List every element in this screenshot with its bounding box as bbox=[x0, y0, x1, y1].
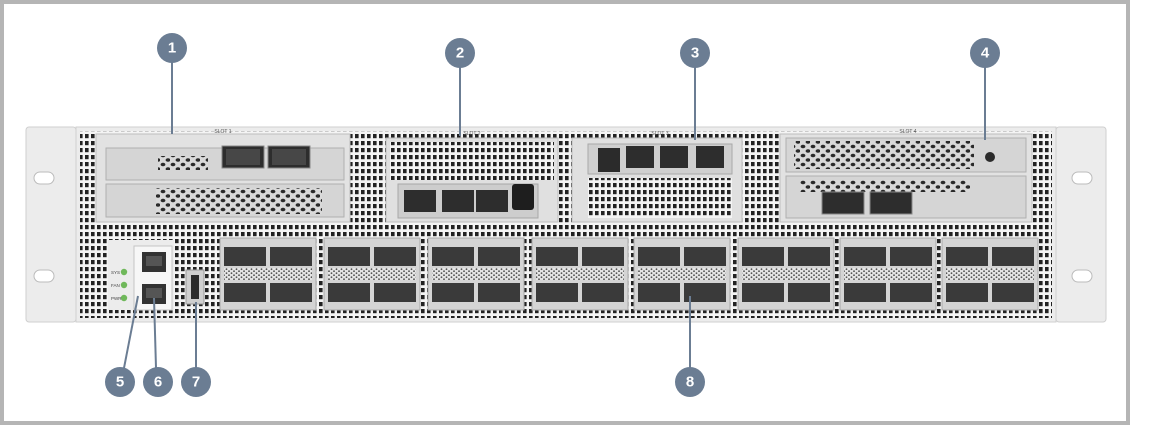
port-block bbox=[633, 237, 731, 311]
rack-ear-right bbox=[1055, 126, 1107, 323]
slot-2-module: SLOT 2 bbox=[385, 131, 559, 223]
callout-1-number: 1 bbox=[168, 40, 176, 57]
led-pwr bbox=[120, 294, 128, 302]
callout-1: 1 bbox=[157, 33, 187, 63]
port-block bbox=[737, 237, 835, 311]
callout-6: 6 bbox=[143, 367, 173, 397]
callout-3-number: 3 bbox=[691, 45, 699, 62]
callout-5: 5 bbox=[105, 367, 135, 397]
leader-line-5 bbox=[123, 295, 139, 369]
callout-7-number: 7 bbox=[192, 374, 200, 391]
slot-2-label: SLOT 2 bbox=[463, 131, 480, 137]
callout-8-number: 8 bbox=[686, 374, 694, 391]
rack-ear-left bbox=[25, 126, 77, 323]
slot-4-label: SLOT 4 bbox=[899, 129, 916, 135]
led-label-pwr: PWR bbox=[111, 296, 122, 301]
port-block bbox=[219, 237, 317, 311]
usb-port[interactable] bbox=[185, 269, 205, 305]
callout-4-number: 4 bbox=[981, 45, 990, 62]
callout-7: 7 bbox=[181, 367, 211, 397]
led-label-sys: SYS bbox=[111, 270, 120, 275]
leader-line-6 bbox=[153, 297, 157, 369]
callout-5-number: 5 bbox=[116, 374, 124, 391]
port-block bbox=[427, 237, 525, 311]
management-ethernet-port[interactable] bbox=[142, 284, 166, 304]
management-panel: SYS FAN PWR bbox=[108, 240, 205, 311]
slot-3-module: SLOT 3 bbox=[571, 131, 743, 223]
port-block bbox=[941, 237, 1039, 311]
callout-2-number: 2 bbox=[456, 45, 464, 62]
console-port[interactable] bbox=[142, 252, 166, 272]
led-label-fan: FAN bbox=[111, 283, 120, 288]
led-sys bbox=[120, 268, 128, 276]
callout-6-number: 6 bbox=[154, 374, 162, 391]
led-fan bbox=[120, 281, 128, 289]
port-block bbox=[531, 237, 629, 311]
callout-3: 3 bbox=[680, 38, 710, 68]
callout-2: 2 bbox=[445, 38, 475, 68]
port-block bbox=[323, 237, 421, 311]
slot-4-module: SLOT 4 bbox=[779, 129, 1033, 223]
port-block bbox=[839, 237, 937, 311]
slot-1-label: SLOT 1 bbox=[214, 129, 231, 135]
callout-8: 8 bbox=[675, 367, 705, 397]
leader-lines bbox=[123, 62, 986, 369]
slot-1-module: SLOT 1 bbox=[95, 129, 351, 223]
slot-3-label: SLOT 3 bbox=[651, 131, 668, 137]
callout-4: 4 bbox=[970, 38, 1000, 68]
